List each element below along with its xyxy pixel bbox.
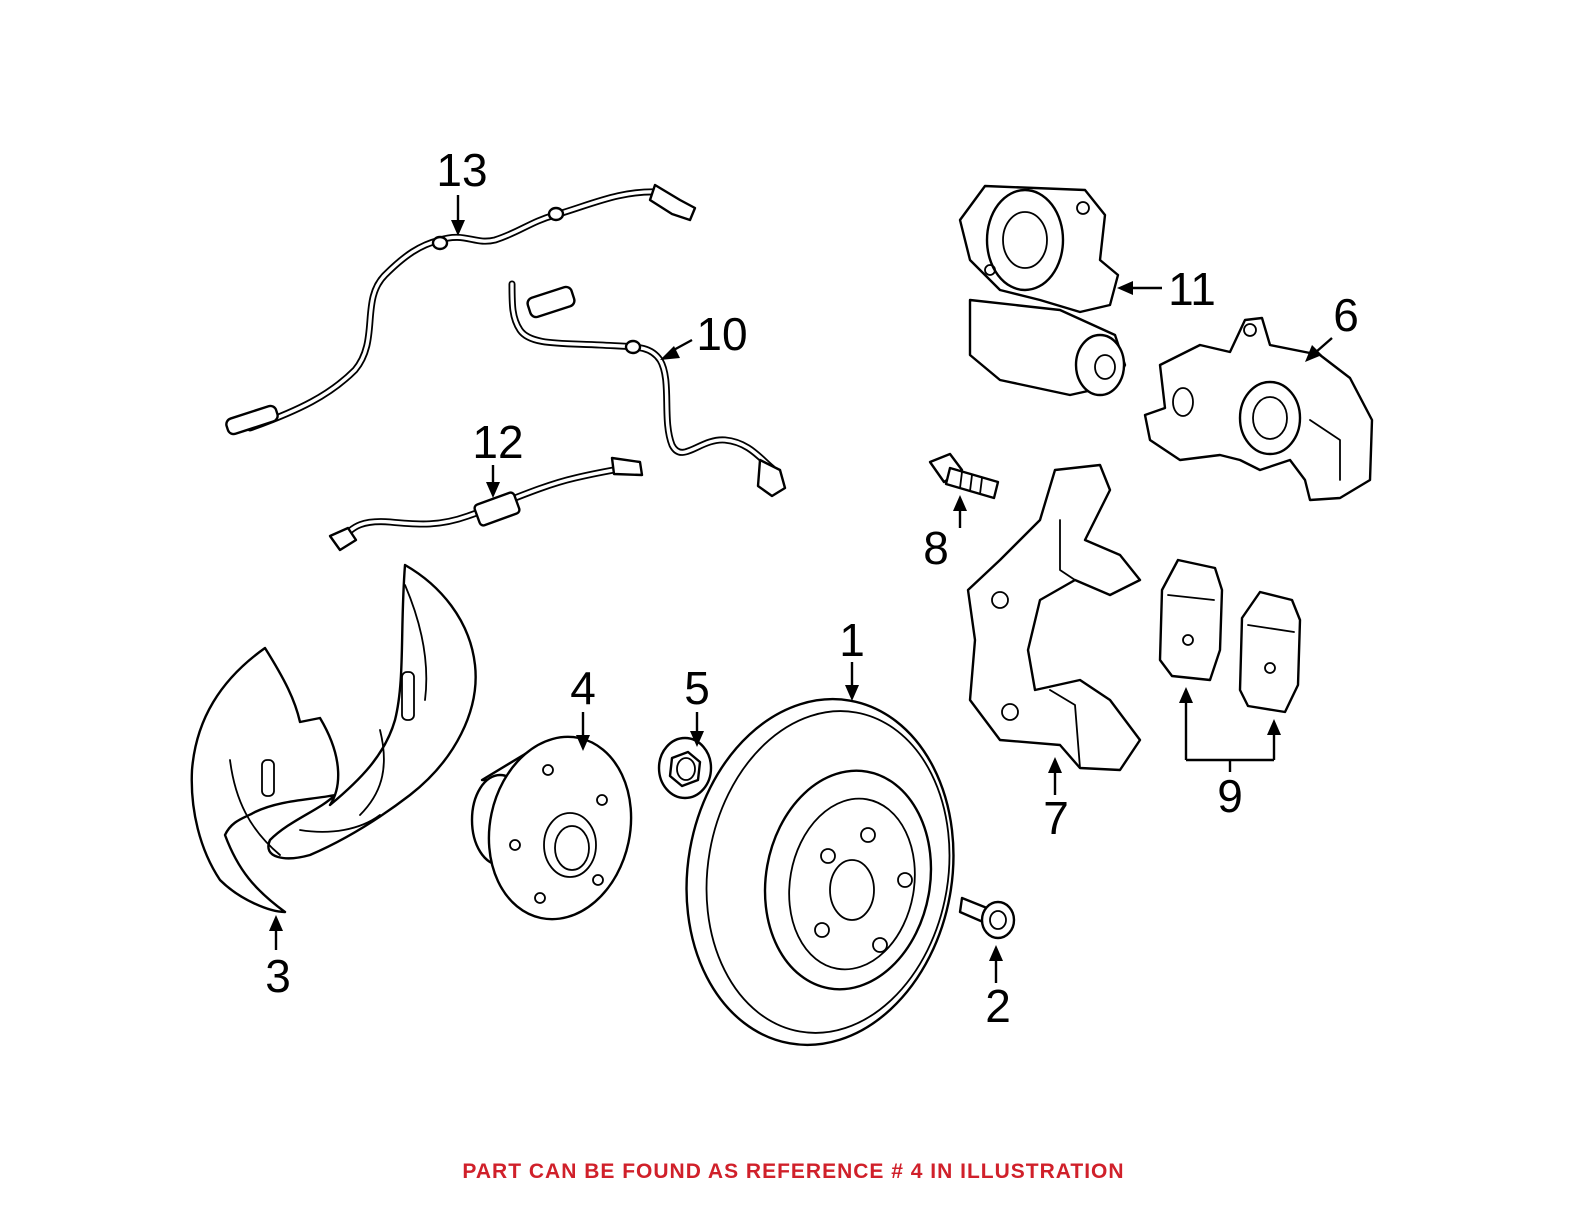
part-13-speed-sensor-cable bbox=[225, 183, 697, 436]
part-12-wheel-speed-sensor bbox=[328, 456, 644, 552]
callout-1[interactable]: 1 bbox=[839, 614, 865, 666]
part-2-rotor-bolt bbox=[958, 896, 1016, 940]
part-5-hub-nut bbox=[657, 736, 713, 800]
callout-8[interactable]: 8 bbox=[923, 522, 949, 574]
part-1-brake-rotor bbox=[685, 697, 955, 1047]
callout-13[interactable]: 13 bbox=[436, 144, 487, 196]
callout-numbers: 13 10 12 11 6 8 1 4 5 7 9 3 2 bbox=[265, 144, 1359, 1032]
callout-11[interactable]: 11 bbox=[1168, 263, 1216, 315]
callout-4[interactable]: 4 bbox=[570, 662, 596, 714]
callout-6[interactable]: 6 bbox=[1333, 289, 1359, 341]
part-11-parking-brake-motor bbox=[958, 184, 1127, 397]
callout-10[interactable]: 10 bbox=[696, 308, 747, 360]
callout-12[interactable]: 12 bbox=[472, 416, 523, 468]
part-4-wheel-hub bbox=[470, 735, 633, 921]
part-8-guide-bolt bbox=[928, 452, 1000, 500]
callout-2[interactable]: 2 bbox=[985, 980, 1011, 1032]
callout-5[interactable]: 5 bbox=[684, 662, 710, 714]
callout-3[interactable]: 3 bbox=[265, 950, 291, 1002]
part-3-dust-shield bbox=[190, 563, 477, 914]
part-9-brake-pads bbox=[1158, 558, 1302, 714]
callout-7[interactable]: 7 bbox=[1043, 792, 1069, 844]
part-6-caliper-housing bbox=[1143, 316, 1374, 502]
part-7-caliper-bracket bbox=[966, 463, 1142, 772]
callout-9[interactable]: 9 bbox=[1217, 770, 1243, 822]
leader-lines bbox=[269, 195, 1333, 983]
reference-note: PART CAN BE FOUND AS REFERENCE # 4 IN IL… bbox=[462, 1160, 1125, 1183]
